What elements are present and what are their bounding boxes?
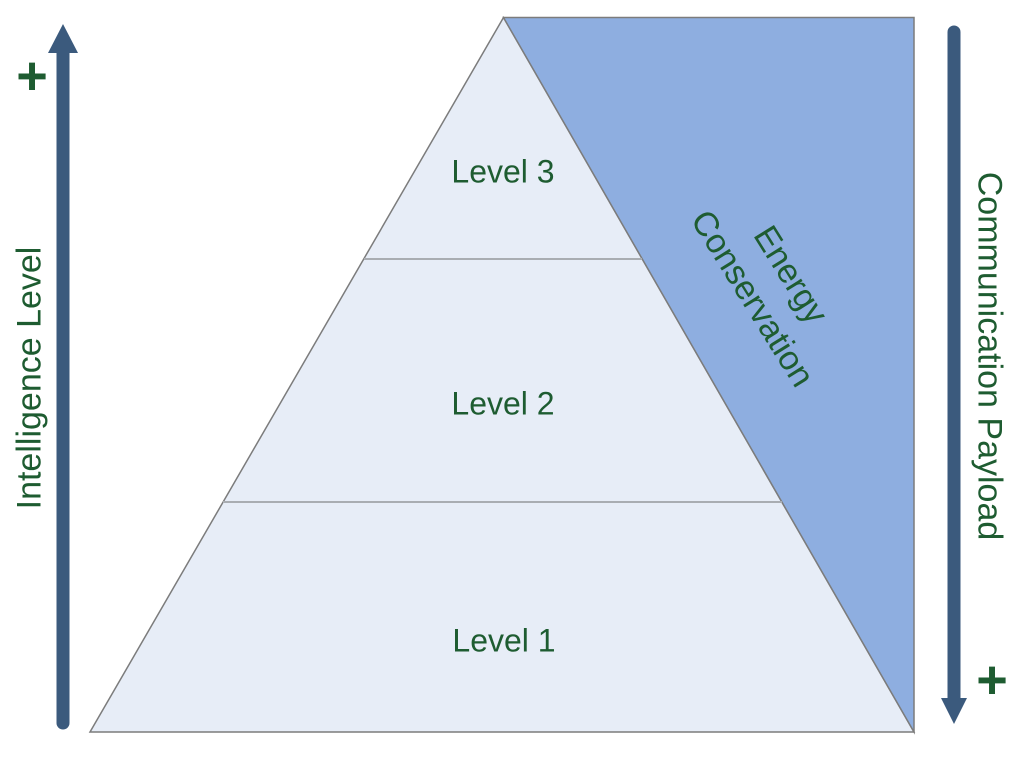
level-3-label: Level 3 <box>451 153 555 190</box>
up-arrow-icon <box>48 24 78 53</box>
energy-conservation-region <box>502 16 915 735</box>
level-1-label: Level 1 <box>452 622 556 659</box>
communication-axis-arrow <box>941 25 967 724</box>
down-arrow-icon <box>941 698 967 724</box>
intelligence-axis-arrow <box>48 24 78 730</box>
intelligence-plus-sign: + <box>16 46 48 106</box>
communication-payload-label: Communication Payload <box>970 171 1009 541</box>
communication-plus-sign: + <box>976 650 1008 710</box>
level-2-label: Level 2 <box>451 385 555 422</box>
intelligence-level-label: Intelligence Level <box>10 246 49 510</box>
